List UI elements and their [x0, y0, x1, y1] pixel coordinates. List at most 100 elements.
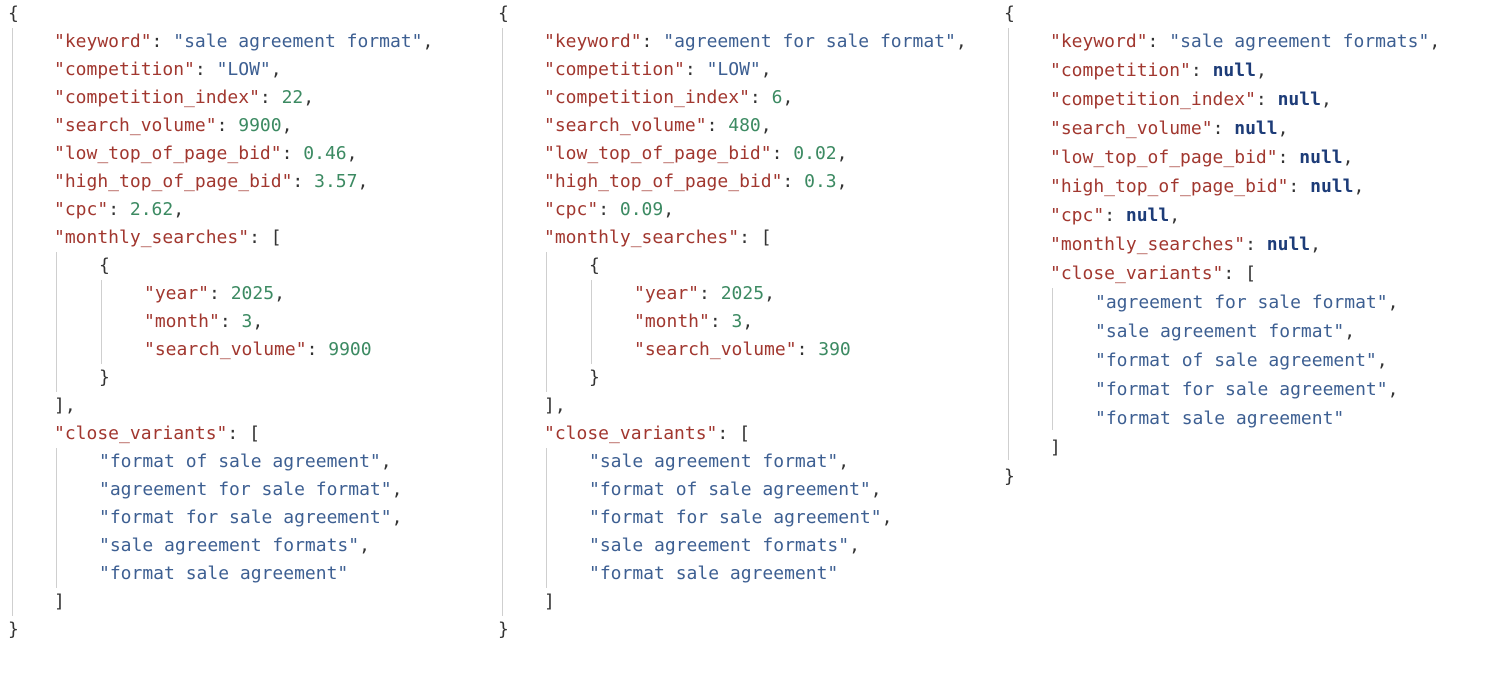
month-value: 3	[241, 311, 253, 332]
low-bid-line: "low_top_of_page_bid": null,	[1050, 147, 1354, 168]
close-variant-item: "format of sale agreement",	[1095, 350, 1388, 371]
search-volume-line: "search_volume": 480,	[544, 115, 772, 136]
competition-index-line: "competition_index": 6,	[544, 87, 794, 108]
month-line: "month": 3,	[634, 311, 754, 332]
array-close: ]	[1050, 437, 1061, 458]
monthly-search-volume-value: 390	[818, 339, 851, 360]
keyword-value: "agreement for sale format"	[663, 31, 956, 52]
high-bid-value: null	[1310, 176, 1354, 197]
cpc-line: "cpc": 0.09,	[544, 199, 675, 220]
open-brace: {	[8, 3, 19, 24]
competition-value: "LOW"	[216, 59, 271, 80]
keyword-line: "keyword": "sale agreement formats",	[1050, 31, 1441, 52]
indent-guide	[546, 252, 547, 392]
monthly-searches-value: null	[1266, 234, 1311, 255]
keyword-line: "keyword": "sale agreement format",	[54, 31, 434, 52]
search-volume-value: 9900	[238, 115, 282, 136]
competition-index-value: 22	[281, 87, 304, 108]
search-volume-value: null	[1234, 118, 1278, 139]
competition-index-line: "competition_index": null,	[1050, 89, 1332, 110]
object-close-brace: }	[99, 367, 110, 388]
object-open-brace: {	[99, 255, 110, 276]
search-volume-line: "search_volume": null,	[1050, 118, 1289, 139]
object-close-brace: }	[589, 367, 600, 388]
cpc-value: 2.62	[129, 199, 174, 220]
competition-line: "competition": "LOW",	[54, 59, 282, 80]
competition-index-value: 6	[771, 87, 783, 108]
competition-value: null	[1212, 60, 1256, 81]
array-close: ]	[544, 591, 555, 612]
competition-line: "competition": null,	[1050, 60, 1267, 81]
low-bid-line: "low_top_of_page_bid": 0.02,	[544, 143, 848, 164]
close-variants-line: "close_variants": [	[54, 423, 260, 444]
close-variant-item: "format for sale agreement",	[1095, 379, 1399, 400]
close-variant-item: "sale agreement formats",	[99, 535, 370, 556]
low-bid-value: 0.02	[793, 143, 837, 164]
indent-guide	[546, 448, 547, 588]
year-value: 2025	[230, 283, 275, 304]
keyword-value: "sale agreement format"	[173, 31, 423, 52]
year-line: "year": 2025,	[144, 283, 285, 304]
open-brace: {	[1004, 3, 1015, 24]
indent-guide	[1008, 28, 1009, 460]
array-close: ]	[54, 591, 65, 612]
high-bid-line: "high_top_of_page_bid": 3.57,	[54, 171, 369, 192]
close-variant-item: "format sale agreement"	[99, 563, 349, 584]
indent-guide	[591, 280, 592, 364]
indent-guide	[101, 280, 102, 364]
close-variant-item: "format for sale agreement",	[589, 507, 893, 528]
array-close: ],	[54, 395, 76, 416]
close-variant-item: "format of sale agreement",	[99, 451, 392, 472]
close-variant-item: "agreement for sale format",	[1095, 292, 1399, 313]
indent-guide	[502, 28, 503, 616]
year-value: 2025	[720, 283, 765, 304]
close-brace: }	[498, 619, 509, 640]
keyword-value: "sale agreement formats"	[1169, 31, 1430, 52]
monthly-searches-line: "monthly_searches": [	[544, 227, 772, 248]
low-bid-line: "low_top_of_page_bid": 0.46,	[54, 143, 358, 164]
close-variant-item: "format for sale agreement",	[99, 507, 403, 528]
open-brace: {	[498, 3, 509, 24]
monthly-searches-line: "monthly_searches": null,	[1050, 234, 1321, 255]
array-close: ],	[544, 395, 566, 416]
month-value: 3	[731, 311, 743, 332]
cpc-line: "cpc": null,	[1050, 205, 1181, 226]
close-brace: }	[8, 619, 19, 640]
high-bid-line: "high_top_of_page_bid": 0.3,	[544, 171, 848, 192]
close-variant-item: "format of sale agreement",	[589, 479, 882, 500]
close-variant-item: "format sale agreement"	[589, 563, 839, 584]
close-variants-line: "close_variants": [	[1050, 263, 1256, 284]
cpc-value: null	[1125, 205, 1170, 226]
close-variant-item: "sale agreement format",	[589, 451, 850, 472]
indent-guide	[1052, 288, 1053, 430]
indent-guide	[56, 252, 57, 392]
month-line: "month": 3,	[144, 311, 264, 332]
indent-guide	[12, 28, 13, 616]
cpc-line: "cpc": 2.62,	[54, 199, 185, 220]
close-variant-item: "sale agreement formats",	[589, 535, 860, 556]
object-open-brace: {	[589, 255, 600, 276]
indent-guide	[56, 448, 57, 588]
high-bid-value: 3.57	[314, 171, 358, 192]
low-bid-value: 0.46	[303, 143, 347, 164]
close-variants-line: "close_variants": [	[544, 423, 750, 444]
monthly-searches-line: "monthly_searches": [	[54, 227, 282, 248]
close-variant-item: "format sale agreement"	[1095, 408, 1345, 429]
search-volume-value: 480	[728, 115, 761, 136]
high-bid-line: "high_top_of_page_bid": null,	[1050, 176, 1365, 197]
year-line: "year": 2025,	[634, 283, 775, 304]
high-bid-value: 0.3	[804, 171, 837, 192]
monthly-search-volume-line: "search_volume": 390	[634, 339, 851, 360]
competition-line: "competition": "LOW",	[544, 59, 772, 80]
close-variant-item: "sale agreement format",	[1095, 321, 1356, 342]
monthly-search-volume-value: 9900	[328, 339, 372, 360]
competition-index-line: "competition_index": 22,	[54, 87, 315, 108]
keyword-line: "keyword": "agreement for sale format",	[544, 31, 967, 52]
monthly-search-volume-line: "search_volume": 9900	[144, 339, 372, 360]
competition-index-value: null	[1277, 89, 1321, 110]
low-bid-value: null	[1299, 147, 1343, 168]
cpc-value: 0.09	[619, 199, 664, 220]
search-volume-line: "search_volume": 9900,	[54, 115, 293, 136]
close-brace: }	[1004, 466, 1015, 487]
close-variant-item: "agreement for sale format",	[99, 479, 403, 500]
